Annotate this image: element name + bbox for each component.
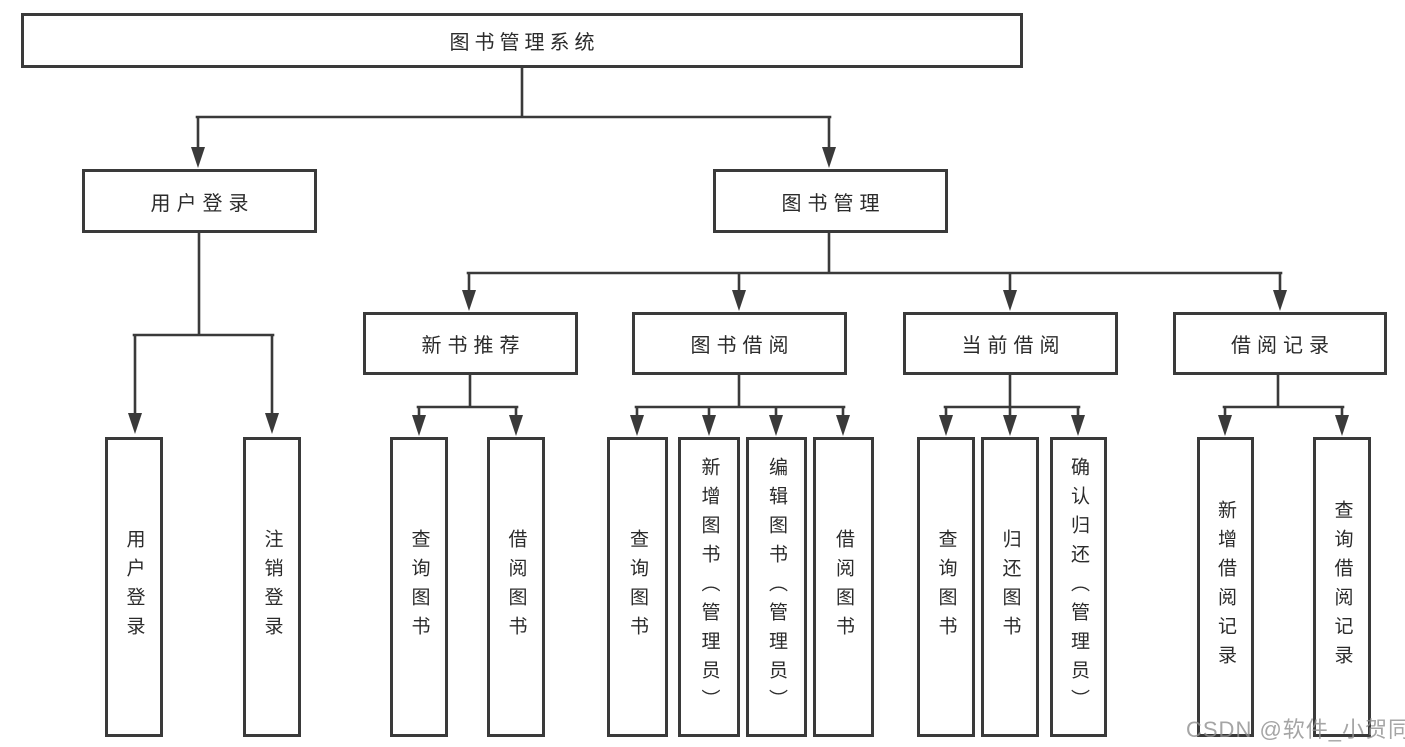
node-root: 图书管理系统 (21, 13, 1023, 68)
leaf-bb-borrow-books: 借阅图书 (813, 437, 874, 737)
node-new-book-recommend-label: 新书推荐 (421, 335, 526, 357)
leaf-bb-query-books: 查询图书 (607, 437, 668, 737)
leaf-bb-borrow-books-label: 借阅图书 (833, 529, 854, 645)
leaf-br-query-record-label: 查询借阅记录 (1331, 500, 1353, 674)
node-book-management-label: 图书管理 (781, 192, 886, 215)
node-borrow-records: 借阅记录 (1173, 312, 1387, 375)
node-root-label: 图书管理系统 (449, 32, 600, 54)
node-borrow-records-label: 借阅记录 (1231, 335, 1335, 357)
leaf-bb-add-books-admin-label: 新增图书（管理员） (698, 456, 720, 718)
leaf-nb-query-books-label: 查询图书 (408, 529, 430, 645)
leaf-user-login-label: 用户登录 (123, 529, 145, 645)
node-book-management: 图书管理 (713, 169, 948, 233)
leaf-bb-query-books-label: 查询图书 (627, 529, 648, 645)
node-book-borrow-label: 图书借阅 (690, 335, 795, 357)
leaf-bb-edit-books-admin: 编辑图书（管理员） (746, 437, 807, 737)
node-user-login: 用户登录 (82, 169, 317, 233)
leaf-bb-add-books-admin: 新增图书（管理员） (678, 437, 740, 737)
arrowheads (128, 147, 1349, 436)
watermark: CSDN @软件_小贺同学 (1186, 717, 1405, 742)
leaf-logout-label: 注销登录 (261, 529, 283, 645)
tree-edges (132, 65, 1345, 423)
leaf-br-query-record: 查询借阅记录 (1313, 437, 1371, 737)
leaf-br-add-record-label: 新增借阅记录 (1215, 500, 1236, 674)
node-user-login-label: 用户登录 (150, 192, 255, 215)
leaf-cb-confirm-return-admin-label: 确认归还（管理员） (1068, 456, 1089, 718)
leaf-user-login: 用户登录 (105, 437, 163, 737)
node-new-book-recommend: 新书推荐 (363, 312, 578, 375)
node-book-borrow: 图书借阅 (632, 312, 847, 375)
leaf-logout: 注销登录 (243, 437, 301, 737)
node-current-borrow: 当前借阅 (903, 312, 1118, 375)
leaf-nb-borrow-books: 借阅图书 (487, 437, 545, 737)
node-current-borrow-label: 当前借阅 (961, 335, 1066, 357)
leaf-cb-return-books-label: 归还图书 (999, 529, 1021, 645)
leaf-cb-confirm-return-admin: 确认归还（管理员） (1050, 437, 1107, 737)
leaf-nb-query-books: 查询图书 (390, 437, 448, 737)
leaf-bb-edit-books-admin-label: 编辑图书（管理员） (766, 456, 787, 718)
leaf-cb-query-books-label: 查询图书 (935, 529, 957, 645)
leaf-cb-query-books: 查询图书 (917, 437, 975, 737)
leaf-br-add-record: 新增借阅记录 (1197, 437, 1254, 737)
leaf-nb-borrow-books-label: 借阅图书 (505, 529, 527, 645)
leaf-cb-return-books: 归还图书 (981, 437, 1039, 737)
